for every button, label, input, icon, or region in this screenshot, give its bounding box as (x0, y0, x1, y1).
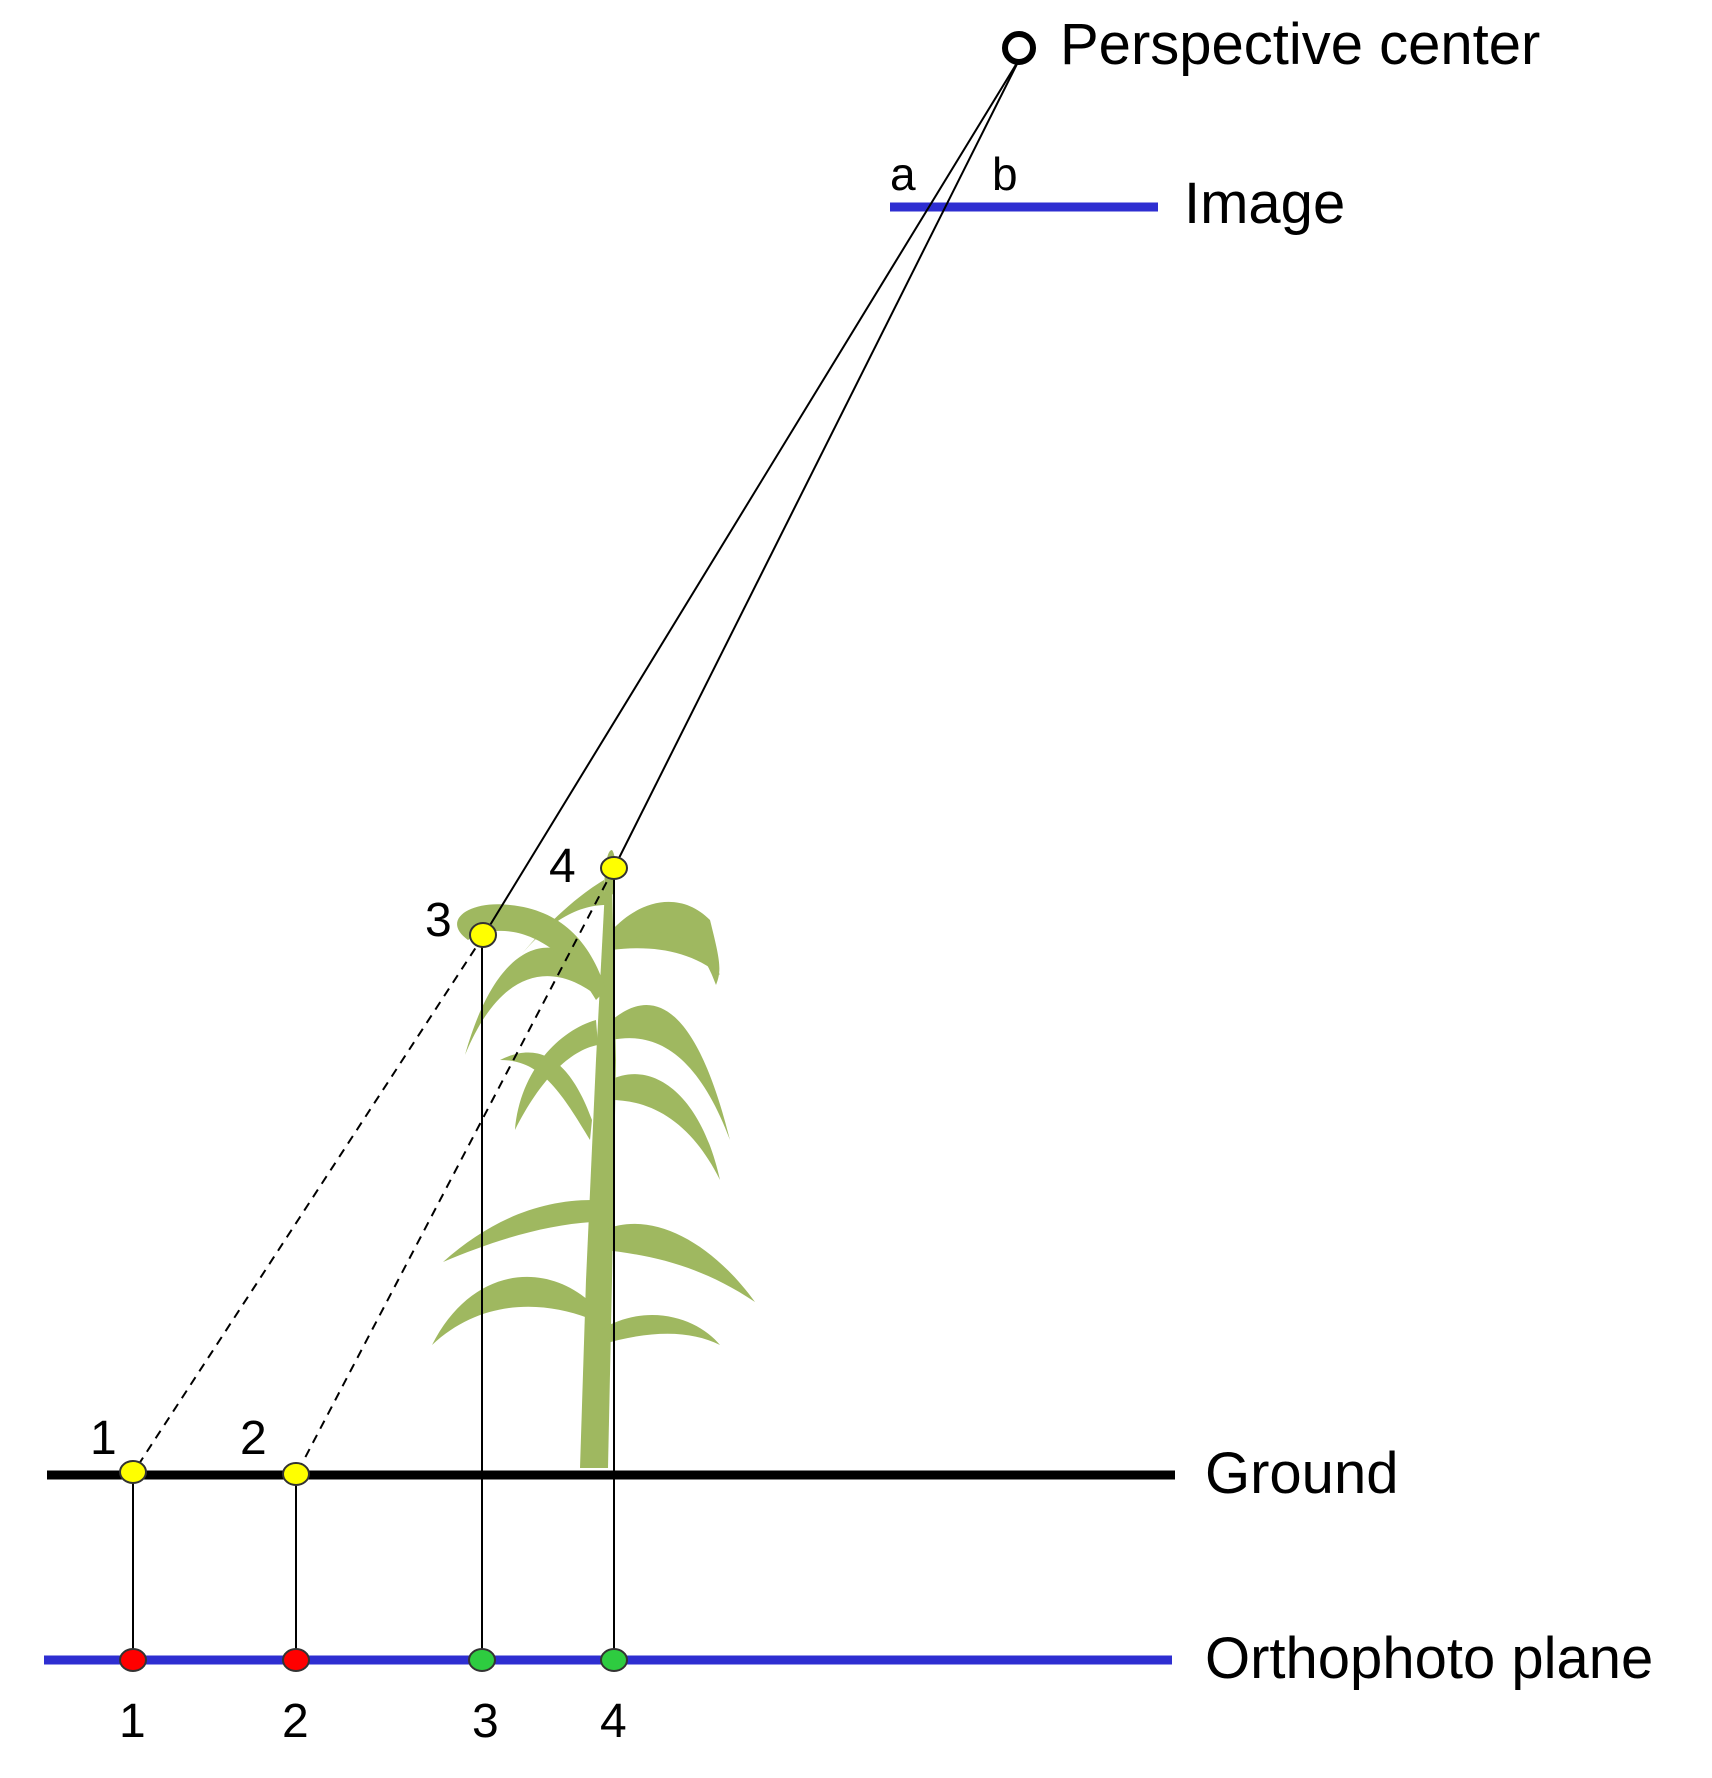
plant-leaf (502, 880, 606, 980)
point-2-marker (282, 1462, 310, 1486)
image-point-b-label: b (992, 148, 1018, 200)
perspective-center-label: Perspective center (1060, 12, 1540, 77)
point-1-marker (119, 1460, 147, 1484)
ortho-point-1-marker (119, 1648, 147, 1672)
ray-to-point-4 (613, 57, 1021, 869)
plant-leaf (465, 947, 596, 1055)
ortho-point-4-label: 4 (600, 1695, 627, 1748)
point-4-marker (600, 856, 628, 880)
point-3-marker (469, 922, 497, 948)
ortho-point-2-label: 2 (282, 1695, 309, 1748)
plant-leaf (612, 1005, 730, 1140)
plant-leaf (612, 901, 720, 985)
plant-leaf (515, 1020, 598, 1130)
plant-leaf (600, 1314, 720, 1345)
ray-to-point-3 (483, 57, 1021, 936)
ground-label: Ground (1205, 1441, 1398, 1506)
point-4-label: 4 (549, 840, 576, 893)
orthophoto-plane-label: Orthophoto plane (1205, 1626, 1653, 1691)
plant-leaf (610, 1074, 720, 1180)
image-point-a-label: a (890, 148, 916, 200)
plant-leaf (443, 1200, 592, 1262)
perspective-center-marker (1002, 31, 1036, 65)
point-3-label: 3 (425, 894, 452, 947)
plant-leaf (604, 1223, 755, 1302)
ortho-point-4-marker (600, 1648, 628, 1672)
dashed-ray-to-point-2 (295, 867, 615, 1476)
point-2-label: 2 (240, 1412, 267, 1465)
point-1-label: 1 (90, 1412, 117, 1465)
dashed-ray-to-point-1 (132, 934, 485, 1474)
ortho-point-3-label: 3 (472, 1695, 499, 1748)
ortho-point-1-label: 1 (119, 1695, 146, 1748)
plant-stem (580, 870, 616, 1468)
plant-leaf (432, 1276, 588, 1345)
ortho-point-2-marker (282, 1648, 310, 1672)
plant-silhouette (432, 850, 755, 1468)
ortho-point-3-marker (468, 1648, 496, 1672)
image-label: Image (1184, 171, 1345, 236)
